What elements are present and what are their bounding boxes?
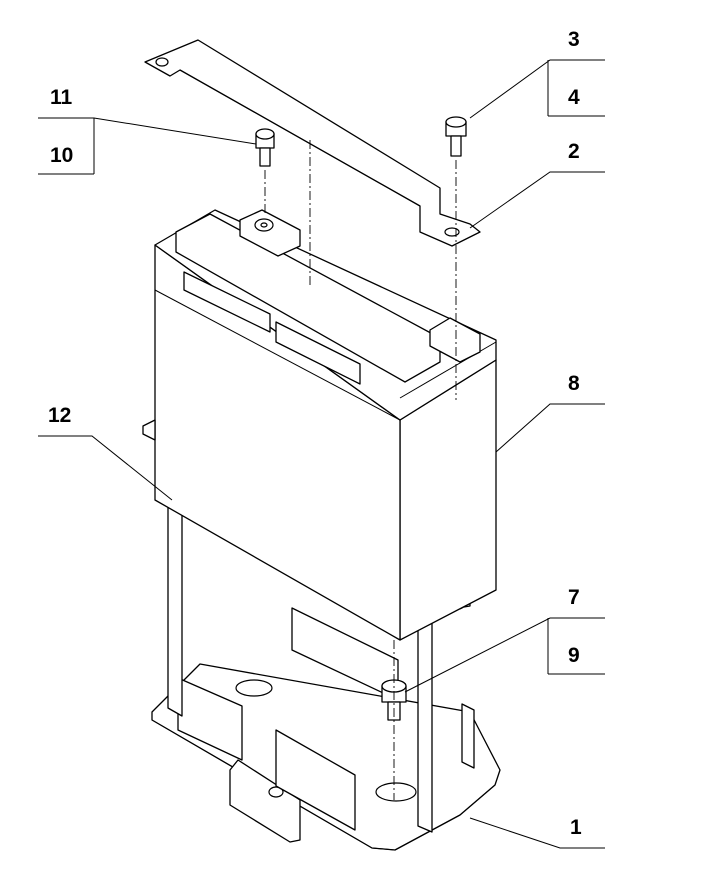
assembly-center-lines <box>264 140 457 800</box>
terminal-block-right <box>429 317 481 363</box>
callout-1: 1 <box>469 816 605 849</box>
bolt-3 <box>445 116 467 157</box>
callout-10-11: 11 10 <box>38 86 257 175</box>
battery-vent-slot-left <box>183 271 271 333</box>
callout-label: 12 <box>48 404 71 427</box>
clamp-bar <box>144 39 481 247</box>
callout-label: 1 <box>570 816 582 839</box>
callout-label: 4 <box>568 86 580 109</box>
callout-label: 10 <box>50 144 73 167</box>
callout-12: 12 <box>38 404 173 501</box>
callout-8: 8 <box>495 372 605 453</box>
base-tab-center <box>275 729 356 831</box>
callout-label: 8 <box>568 372 580 395</box>
clamp-bar-hole-right <box>444 227 460 237</box>
callout-3-4: 3 4 <box>469 28 605 119</box>
battery-lid-ridge <box>175 213 441 383</box>
upright-right <box>417 597 433 833</box>
callout-label: 9 <box>568 644 580 667</box>
base-slot-front <box>375 782 417 802</box>
bolt-11 <box>255 128 275 167</box>
upright-left <box>167 504 183 717</box>
battery-side-ear <box>142 419 156 441</box>
callout-label: 2 <box>568 140 580 163</box>
base-plate <box>151 663 501 851</box>
callout-label: 7 <box>568 586 580 609</box>
callout-label: 11 <box>50 86 73 109</box>
base-tab-right <box>461 703 475 769</box>
base-slot-rear <box>235 679 273 697</box>
battery-terminals <box>239 209 481 363</box>
clamp-bar-hole-left <box>155 57 169 67</box>
callout-7-9: 7 9 <box>404 586 605 693</box>
terminal-block-left <box>239 209 301 257</box>
callout-2: 2 <box>469 140 605 229</box>
base-lower-flange <box>229 759 301 843</box>
callout-label: 3 <box>568 28 580 51</box>
battery-vent-slot-right <box>275 321 361 385</box>
battery-body <box>142 209 497 641</box>
